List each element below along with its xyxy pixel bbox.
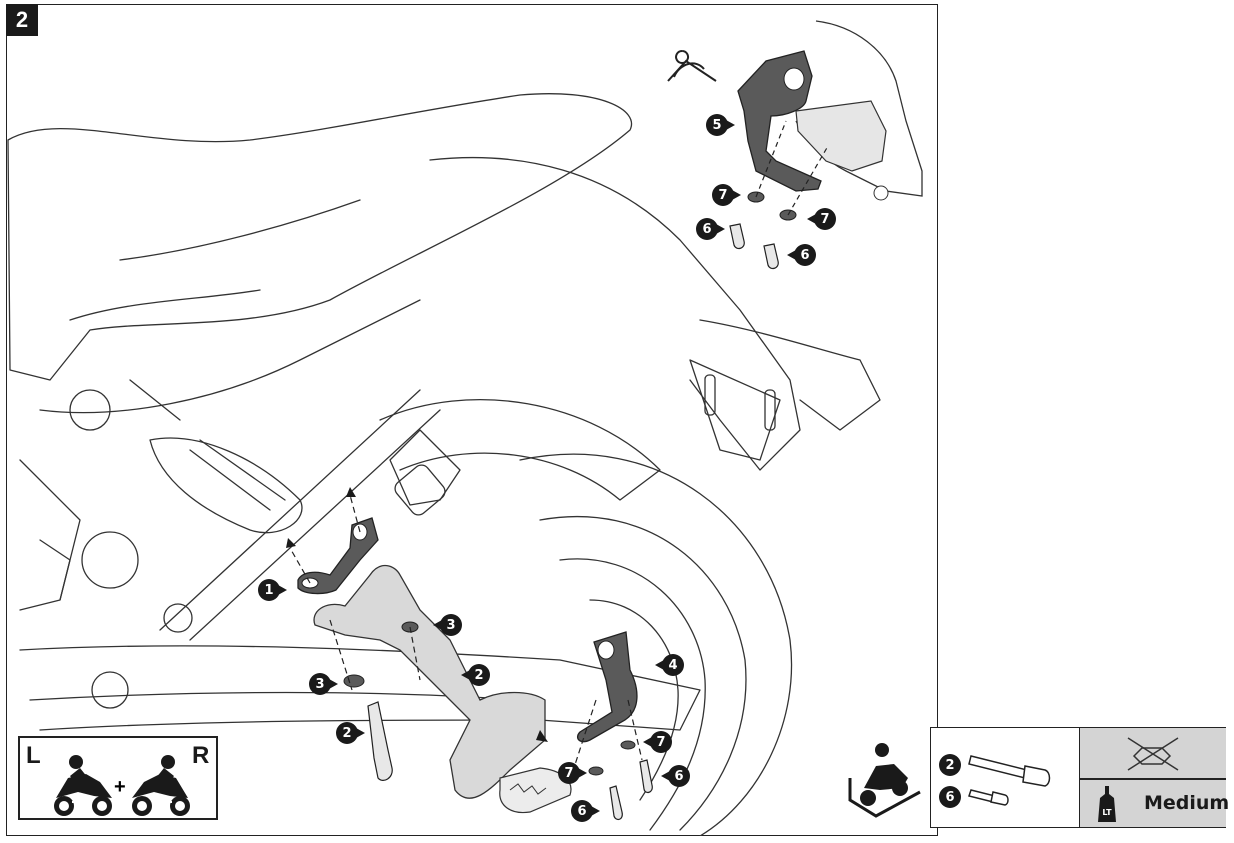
svg-text:LT: LT [1102, 808, 1112, 817]
left-side-letter: L [26, 742, 41, 769]
no-lubricant-icon [1127, 737, 1179, 771]
rear-fender [379, 398, 661, 501]
swingarm [19, 645, 701, 731]
callout-part: 6 [571, 800, 600, 822]
motorcycle-line-drawing [7, 20, 923, 836]
right-side-letter: R [192, 742, 210, 769]
bolt-6-right [639, 759, 653, 794]
callout-part: 4 [655, 654, 684, 676]
side-view-icon [667, 50, 717, 82]
callout-part: 3 [309, 673, 338, 695]
motorcycle-rider-icons [54, 755, 190, 816]
diagram-frame [6, 4, 938, 836]
callout-part: 7 [807, 208, 836, 230]
callout-part: 1 [258, 579, 287, 601]
washer-7-right [620, 740, 636, 750]
callout-part: 6 [661, 765, 690, 787]
callout-part: 2 [336, 722, 365, 744]
bolt-ref-badge: 2 [939, 754, 961, 776]
callout-part: 7 [712, 184, 741, 206]
rear-tire [519, 453, 793, 836]
panel-divider [1080, 778, 1226, 780]
bolt-6-left [609, 785, 623, 821]
callout-part: 5 [706, 114, 735, 136]
callout-part: 6 [696, 218, 725, 240]
threadlock-panel: LT Medium [1079, 728, 1230, 827]
callout-part: 3 [433, 614, 462, 636]
callout-part: 7 [558, 762, 587, 784]
bolt-icons [968, 755, 1051, 806]
both-sides-indicator: L + R [18, 736, 218, 820]
washer-7-left [588, 766, 604, 776]
passenger-peg-bracket [313, 564, 546, 799]
seat-outline [7, 93, 633, 381]
rear-bracket-4 [576, 631, 638, 743]
rear-shock [149, 437, 303, 534]
preload-knob [389, 429, 461, 506]
bolt-2 [367, 701, 393, 781]
bolt-ref-badge: 6 [939, 786, 961, 808]
washer-3-lower [343, 674, 365, 688]
callout-part: 2 [461, 664, 490, 686]
threadlocker-bottle-icon: LT [1098, 786, 1116, 822]
step-number-badge: 2 [6, 4, 38, 36]
tail-subframe [429, 156, 801, 471]
threadlock-strength-label: Medium [1144, 792, 1230, 814]
callout-part: 7 [643, 731, 672, 753]
fastener-info-panel: 2 6 LT Medium [930, 727, 1230, 828]
plus-sign: + [114, 776, 126, 798]
rider-side-icon [848, 743, 921, 818]
callout-part: 6 [787, 244, 816, 266]
